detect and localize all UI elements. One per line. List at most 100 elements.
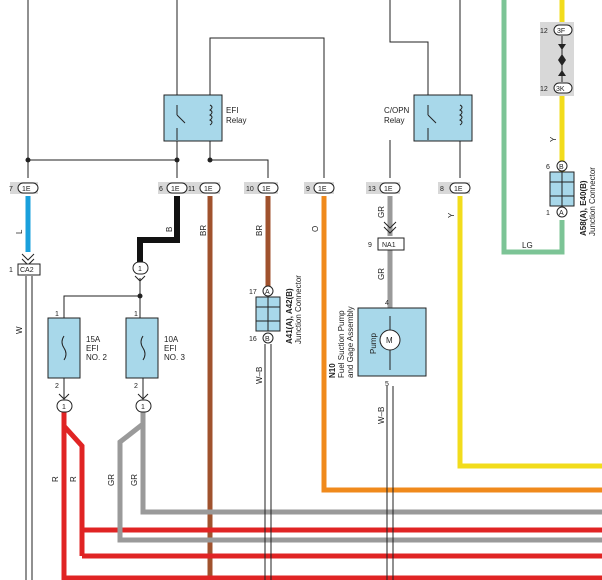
connector-row: 7 1E 6 1E 11 1E 10 1E 9 1E bbox=[9, 182, 471, 194]
fuel-pump: M 4 5 Pump N10 Fuel Suction Pump and Gag… bbox=[328, 300, 427, 388]
svg-text:9: 9 bbox=[306, 186, 310, 193]
splice-dots bbox=[25, 157, 213, 299]
svg-text:15A: 15A bbox=[86, 335, 101, 344]
svg-text:O: O bbox=[311, 226, 320, 232]
svg-text:1: 1 bbox=[55, 311, 59, 318]
wire-gr-lower-2 bbox=[140, 424, 602, 515]
colored-wires bbox=[25, 0, 602, 580]
junction-a58: B 6 A 1 A58(A), E40(B) Junction Connecto… bbox=[546, 160, 597, 236]
wire-y bbox=[457, 196, 602, 469]
svg-text:R: R bbox=[69, 476, 78, 482]
copn-relay: C/OPN Relay bbox=[384, 94, 473, 142]
svg-text:A: A bbox=[559, 210, 564, 217]
a58-code: A58(A), E40(B) bbox=[579, 180, 588, 236]
svg-text:9: 9 bbox=[368, 242, 372, 249]
svg-text:5: 5 bbox=[385, 381, 389, 388]
svg-text:NA1: NA1 bbox=[382, 242, 396, 249]
svg-text:W–B: W–B bbox=[255, 367, 264, 384]
connector-1e-9: 9 1E bbox=[304, 182, 335, 194]
pump-label: Pump bbox=[369, 333, 378, 354]
fuse-efi-no3: 1 2 10A EFI NO. 3 bbox=[125, 311, 185, 390]
svg-text:8: 8 bbox=[440, 186, 444, 193]
fuse-efi-no2: 1 2 15A EFI NO. 2 bbox=[47, 311, 107, 390]
svg-text:GR: GR bbox=[130, 474, 139, 486]
splice-connector: 1 bbox=[132, 261, 149, 282]
a58-name: Junction Connector bbox=[588, 167, 597, 236]
svg-text:2: 2 bbox=[134, 383, 138, 390]
svg-text:1: 1 bbox=[9, 267, 13, 274]
svg-text:12: 12 bbox=[540, 86, 548, 93]
efi-relay-suffix: Relay bbox=[226, 116, 246, 125]
svg-text:6: 6 bbox=[546, 164, 550, 171]
connector-1e-8: 8 1E bbox=[438, 182, 471, 194]
svg-text:1: 1 bbox=[138, 266, 142, 273]
svg-text:BR: BR bbox=[199, 225, 208, 236]
copn-relay-suffix: Relay bbox=[384, 116, 404, 125]
copn-relay-name: C/OPN bbox=[384, 106, 410, 115]
svg-text:1: 1 bbox=[62, 404, 66, 411]
efi-relay-name: EFI bbox=[226, 106, 238, 115]
svg-text:6: 6 bbox=[159, 186, 163, 193]
a41-name: Junction Connector bbox=[294, 275, 303, 344]
svg-text:1E: 1E bbox=[318, 186, 327, 193]
svg-text:13: 13 bbox=[368, 186, 376, 193]
svg-text:EFI: EFI bbox=[86, 344, 98, 353]
efi-relay: EFI Relay bbox=[163, 94, 246, 142]
svg-text:A: A bbox=[265, 289, 270, 296]
svg-text:B: B bbox=[165, 227, 174, 232]
svg-text:10A: 10A bbox=[164, 335, 179, 344]
wire-lg bbox=[501, 0, 565, 255]
wire-o bbox=[321, 196, 602, 493]
svg-text:L: L bbox=[15, 229, 24, 234]
a41-code: A41(A), A42(B) bbox=[285, 288, 294, 344]
svg-text:1E: 1E bbox=[171, 186, 180, 193]
svg-text:1E: 1E bbox=[262, 186, 271, 193]
svg-text:3K: 3K bbox=[556, 86, 565, 93]
wire-b bbox=[137, 196, 180, 262]
svg-text:EFI: EFI bbox=[164, 344, 176, 353]
pump-line1: Fuel Suction Pump bbox=[337, 310, 346, 378]
svg-text:12: 12 bbox=[540, 28, 548, 35]
connector-1e-10: 10 1E bbox=[244, 182, 279, 194]
svg-text:LG: LG bbox=[522, 241, 533, 250]
pump-line2: and Gage Assembly bbox=[346, 306, 355, 378]
svg-text:17: 17 bbox=[249, 289, 257, 296]
wire-r-1 bbox=[61, 412, 602, 533]
svg-text:W–B: W–B bbox=[377, 407, 386, 424]
connector-1e-11: 11 1E bbox=[188, 182, 221, 194]
svg-text:1E: 1E bbox=[454, 186, 463, 193]
svg-text:11: 11 bbox=[188, 186, 195, 193]
svg-text:Y: Y bbox=[549, 136, 558, 142]
svg-text:10: 10 bbox=[246, 186, 254, 193]
fuse-output-splices: 1 1 bbox=[56, 393, 152, 413]
svg-text:GR: GR bbox=[377, 268, 386, 280]
svg-text:1: 1 bbox=[546, 210, 550, 217]
svg-text:NO. 2: NO. 2 bbox=[86, 353, 107, 362]
control-wires bbox=[27, 0, 461, 178]
svg-text:1E: 1E bbox=[384, 186, 393, 193]
svg-text:1: 1 bbox=[134, 311, 138, 318]
svg-text:BR: BR bbox=[255, 225, 264, 236]
svg-text:CA2: CA2 bbox=[20, 267, 34, 274]
junction-a41: A 17 B 16 A41(A), A42(B) Junction Connec… bbox=[249, 275, 303, 344]
wire-labels: L B BR BR O GR GR Y Y LG W W–B W–B R R G… bbox=[15, 136, 558, 486]
svg-text:2: 2 bbox=[55, 383, 59, 390]
svg-text:GR: GR bbox=[377, 206, 386, 218]
svg-text:1: 1 bbox=[141, 404, 145, 411]
connector-na1: NA1 9 bbox=[368, 221, 405, 251]
svg-text:R: R bbox=[51, 476, 60, 482]
connector-3f-3k: 12 3F 12 3K bbox=[540, 22, 574, 96]
svg-text:3F: 3F bbox=[557, 28, 565, 35]
svg-text:16: 16 bbox=[249, 336, 257, 343]
connector-1e-13: 13 1E bbox=[366, 182, 401, 194]
svg-text:B: B bbox=[559, 164, 564, 171]
svg-text:NO. 3: NO. 3 bbox=[164, 353, 185, 362]
svg-text:M: M bbox=[386, 336, 393, 345]
svg-text:W: W bbox=[15, 326, 24, 334]
connector-1e-6: 6 1E bbox=[158, 182, 188, 194]
svg-text:1E: 1E bbox=[22, 186, 31, 193]
pump-code: N10 bbox=[328, 363, 337, 378]
connector-ca2: CA2 1 bbox=[9, 253, 41, 276]
connector-1e-7: 7 1E bbox=[9, 182, 39, 194]
